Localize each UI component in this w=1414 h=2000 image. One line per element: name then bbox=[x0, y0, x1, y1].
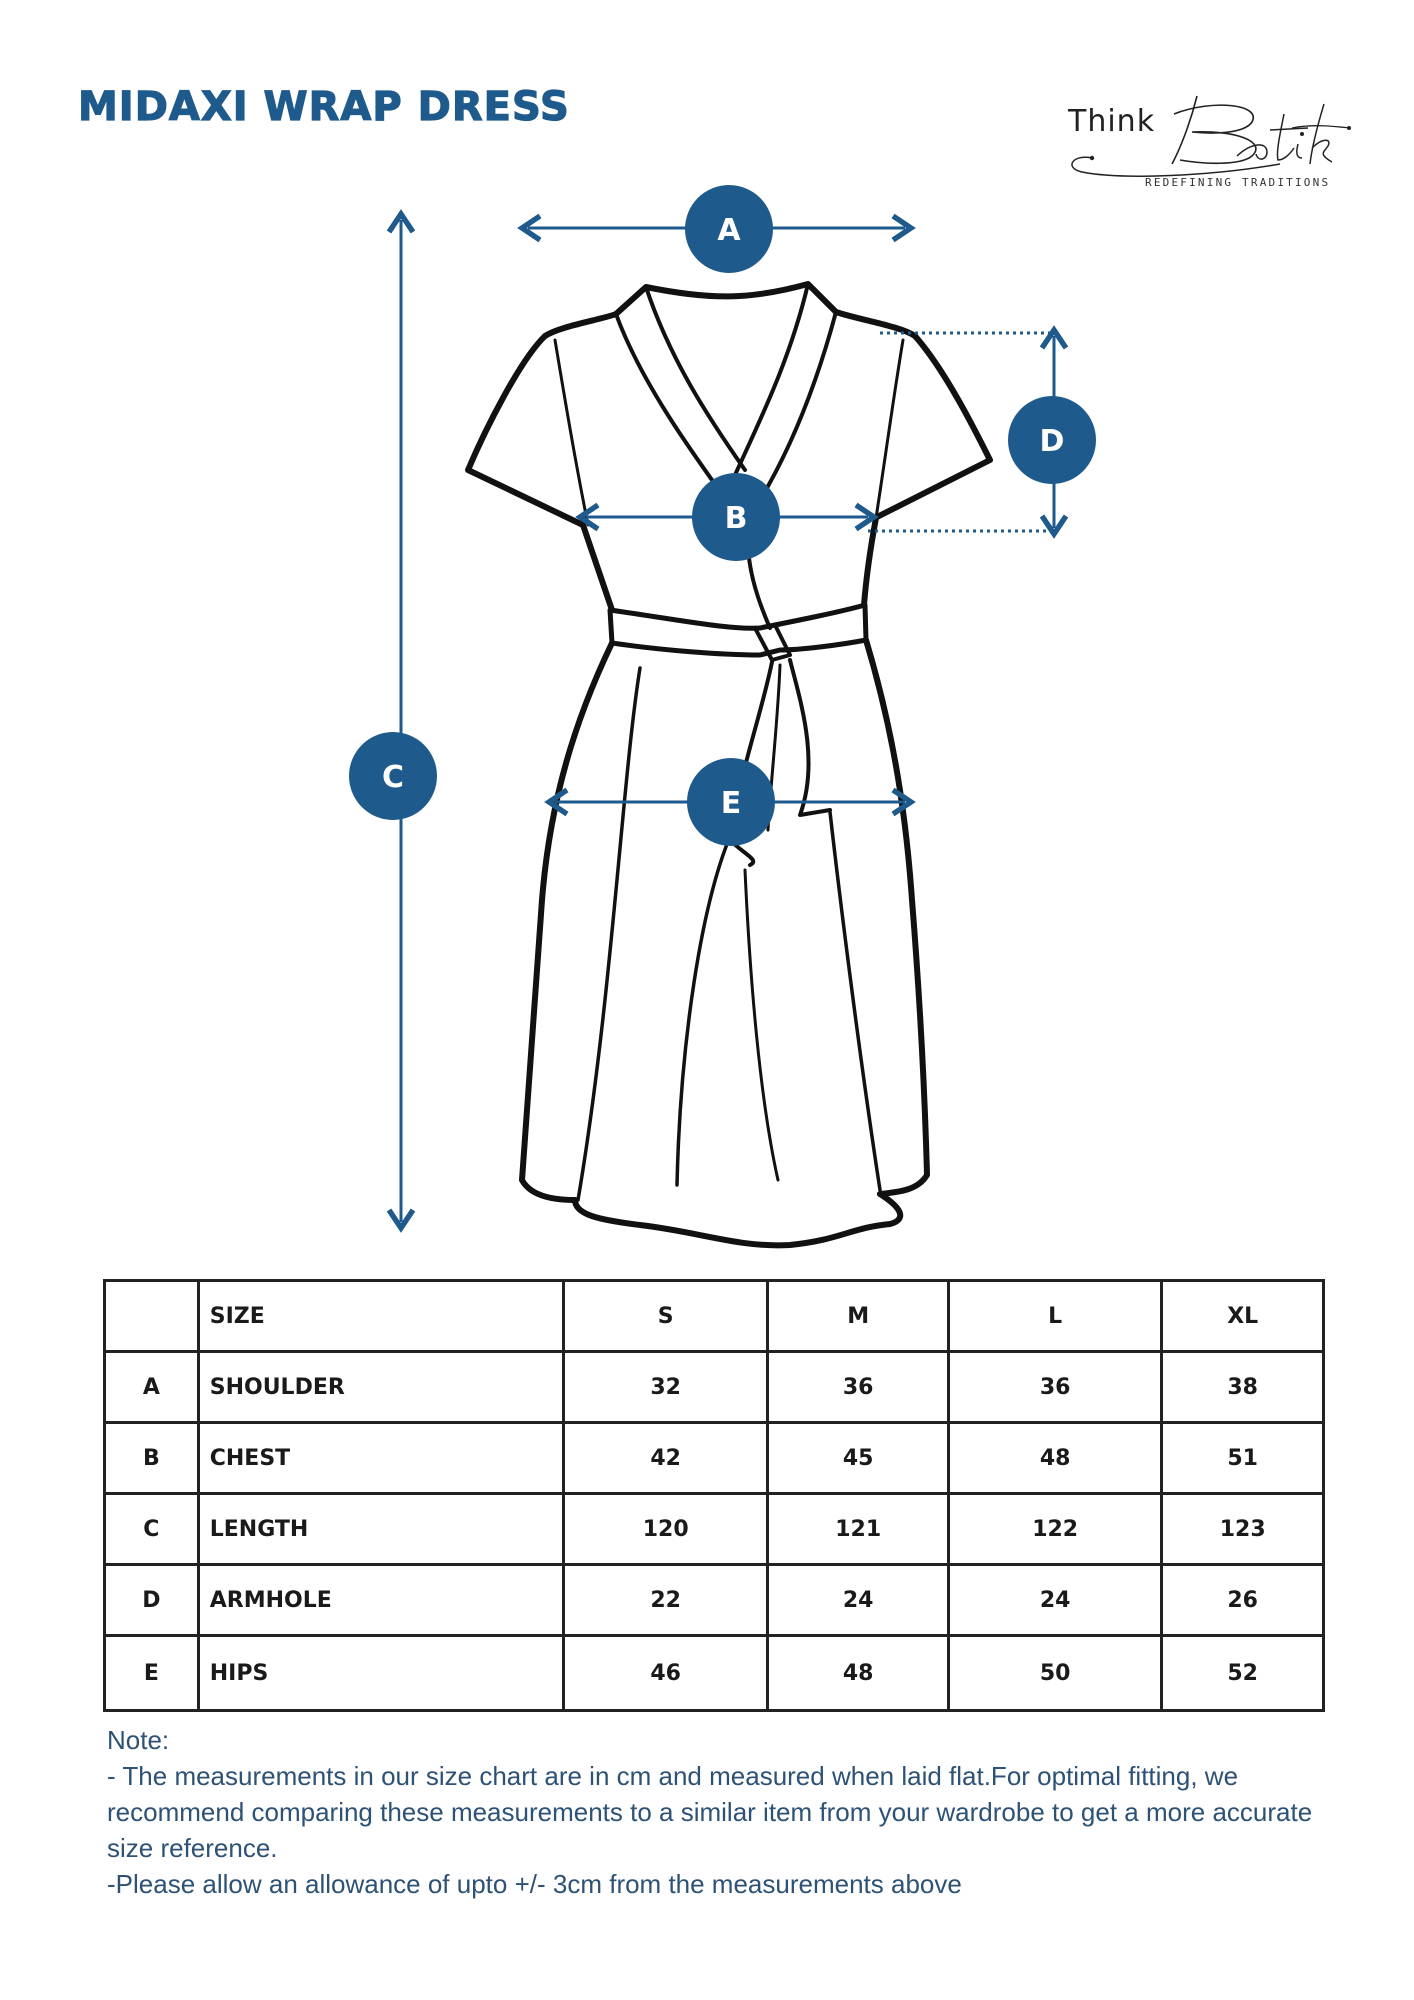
header-size-s: S bbox=[561, 1279, 770, 1353]
row-label: ARMHOLE bbox=[196, 1563, 565, 1637]
table-header-row: SIZE S M L XL bbox=[103, 1279, 1325, 1353]
row-value: 36 bbox=[766, 1350, 950, 1424]
row-code: C bbox=[103, 1492, 200, 1566]
row-label: CHEST bbox=[196, 1421, 565, 1495]
measure-d-arrow: D bbox=[868, 325, 1096, 539]
logo-tagline: REDEFINING TRADITIONS bbox=[1145, 176, 1331, 189]
size-chart-table: SIZE S M L XL A SHOULDER 32 36 36 38 B C… bbox=[103, 1279, 1325, 1712]
size-note: Note: - The measurements in our size cha… bbox=[107, 1722, 1347, 1902]
row-label: LENGTH bbox=[196, 1492, 565, 1566]
row-label: HIPS bbox=[196, 1634, 565, 1712]
row-code: B bbox=[103, 1421, 200, 1495]
measure-a-arrow: A bbox=[517, 185, 916, 273]
row-value: 42 bbox=[561, 1421, 770, 1495]
note-heading: Note: bbox=[107, 1725, 170, 1755]
header-code-cell bbox=[103, 1279, 200, 1353]
row-code: E bbox=[103, 1634, 200, 1712]
row-value: 48 bbox=[766, 1634, 950, 1712]
row-value: 22 bbox=[561, 1563, 770, 1637]
row-value: 46 bbox=[561, 1634, 770, 1712]
row-value: 26 bbox=[1160, 1563, 1325, 1637]
note-line: - The measurements in our size chart are… bbox=[107, 1761, 1313, 1863]
marker-e-label: E bbox=[721, 786, 742, 821]
note-line: -Please allow an allowance of upto +/- 3… bbox=[107, 1869, 962, 1899]
row-value: 38 bbox=[1160, 1350, 1325, 1424]
dress-diagram: A B C D E bbox=[349, 185, 1096, 1249]
row-value: 52 bbox=[1160, 1634, 1325, 1712]
measure-c-arrow: C bbox=[349, 209, 437, 1233]
row-value: 121 bbox=[766, 1492, 950, 1566]
header-size-label: SIZE bbox=[196, 1279, 565, 1353]
row-value: 51 bbox=[1160, 1421, 1325, 1495]
row-value: 32 bbox=[561, 1350, 770, 1424]
page-title: MIDAXI WRAP DRESS bbox=[77, 83, 570, 130]
row-value: 36 bbox=[946, 1350, 1164, 1424]
row-code: A bbox=[103, 1350, 200, 1424]
row-value: 123 bbox=[1160, 1492, 1325, 1566]
logo-think-text: Think bbox=[1068, 104, 1156, 139]
row-code: D bbox=[103, 1563, 200, 1637]
marker-a-label: A bbox=[717, 213, 741, 248]
measure-b-arrow: B bbox=[575, 473, 879, 561]
table-row: D ARMHOLE 22 24 24 26 bbox=[103, 1563, 1325, 1637]
row-value: 120 bbox=[561, 1492, 770, 1566]
table-row: C LENGTH 120 121 122 123 bbox=[103, 1492, 1325, 1566]
table-row: B CHEST 42 45 48 51 bbox=[103, 1421, 1325, 1495]
table-row: E HIPS 46 48 50 52 bbox=[103, 1634, 1325, 1712]
header-size-xl: XL bbox=[1160, 1279, 1325, 1353]
marker-c-label: C bbox=[382, 760, 404, 795]
measure-e-arrow: E bbox=[544, 758, 916, 846]
row-value: 24 bbox=[766, 1563, 950, 1637]
logo-script-icon bbox=[1071, 95, 1351, 177]
row-label: SHOULDER bbox=[196, 1350, 565, 1424]
marker-d-label: D bbox=[1040, 424, 1065, 459]
marker-b-label: B bbox=[725, 501, 748, 536]
table-row: A SHOULDER 32 36 36 38 bbox=[103, 1350, 1325, 1424]
row-value: 45 bbox=[766, 1421, 950, 1495]
row-value: 122 bbox=[946, 1492, 1164, 1566]
row-value: 24 bbox=[946, 1563, 1164, 1637]
header-size-m: M bbox=[766, 1279, 950, 1353]
row-value: 48 bbox=[946, 1421, 1164, 1495]
header-size-l: L bbox=[946, 1279, 1164, 1353]
brand-logo: Think REDEFINING TRADITIONS bbox=[1062, 94, 1352, 194]
dress-outline-icon bbox=[465, 281, 993, 1249]
row-value: 50 bbox=[946, 1634, 1164, 1712]
